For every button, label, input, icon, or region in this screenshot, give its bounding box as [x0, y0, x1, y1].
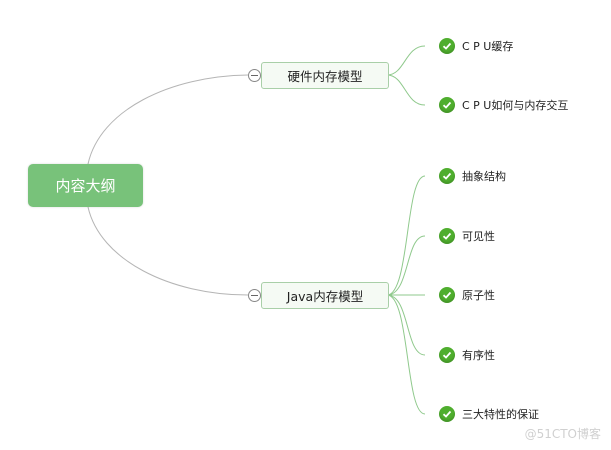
root-label: 内容大纲: [55, 177, 116, 195]
check-icon: [439, 228, 455, 244]
root-node[interactable]: 内容大纲: [28, 164, 143, 207]
check-icon: [439, 347, 455, 363]
leaf-label: C P U如何与内存交互: [462, 99, 569, 112]
leaf-label: 抽象结构: [462, 170, 506, 183]
check-icon: [439, 168, 455, 184]
branch-label: 硬件内存模型: [287, 69, 363, 84]
check-icon: [439, 287, 455, 303]
leaf-node-ordering[interactable]: 有序性: [439, 347, 495, 363]
collapse-toggle-hardware[interactable]: [248, 69, 261, 82]
leaf-label: 原子性: [462, 289, 495, 302]
leaf-node-visibility[interactable]: 可见性: [439, 228, 495, 244]
check-icon: [439, 38, 455, 54]
leaf-label: C P U缓存: [462, 40, 514, 53]
branch-node-java-memory-model[interactable]: Java内存模型: [261, 282, 389, 309]
leaf-node-three-properties-guarantee[interactable]: 三大特性的保证: [439, 406, 539, 422]
leaf-node-cpu-cache[interactable]: C P U缓存: [439, 38, 513, 54]
branch-label: Java内存模型: [286, 289, 364, 304]
check-icon: [439, 406, 455, 422]
leaf-node-abstract-structure[interactable]: 抽象结构: [439, 168, 506, 184]
branch-node-hardware-memory-model[interactable]: 硬件内存模型: [261, 62, 389, 89]
leaf-label: 有序性: [462, 349, 495, 362]
check-icon: [439, 97, 455, 113]
leaf-node-atomicity[interactable]: 原子性: [439, 287, 495, 303]
leaf-label: 三大特性的保证: [462, 408, 539, 421]
watermark: @51CTO博客: [524, 427, 601, 441]
collapse-toggle-java[interactable]: [248, 289, 261, 302]
leaf-label: 可见性: [462, 230, 495, 243]
leaf-node-cpu-memory-interaction[interactable]: C P U如何与内存交互: [439, 97, 568, 113]
